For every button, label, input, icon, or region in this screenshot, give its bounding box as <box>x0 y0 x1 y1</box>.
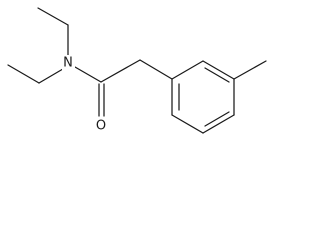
bond-ethyl2-terminal <box>7 64 40 84</box>
ring-inner-double-3 <box>204 111 230 127</box>
ring-bond-5 <box>171 114 204 134</box>
bond-ring-methyl <box>233 60 267 80</box>
bond-ethyl1-terminal <box>37 7 69 26</box>
bond-methylene-ring <box>139 59 173 80</box>
nitrogen-atom-label: N <box>63 56 73 71</box>
oxygen-label-background <box>94 117 108 134</box>
ring-bond-2 <box>202 60 235 80</box>
oxygen-atom-label: O <box>96 119 106 134</box>
ring-inner-double-2 <box>204 67 230 83</box>
bond-n-carbonyl <box>74 66 102 83</box>
skeletal-structure-diagram: N O <box>7 7 267 134</box>
nitrogen-label-background <box>62 55 75 71</box>
bond-carbonyl-methylene <box>100 59 141 83</box>
ring-bond-4 <box>202 114 235 134</box>
ring-bond-1 <box>171 60 204 80</box>
